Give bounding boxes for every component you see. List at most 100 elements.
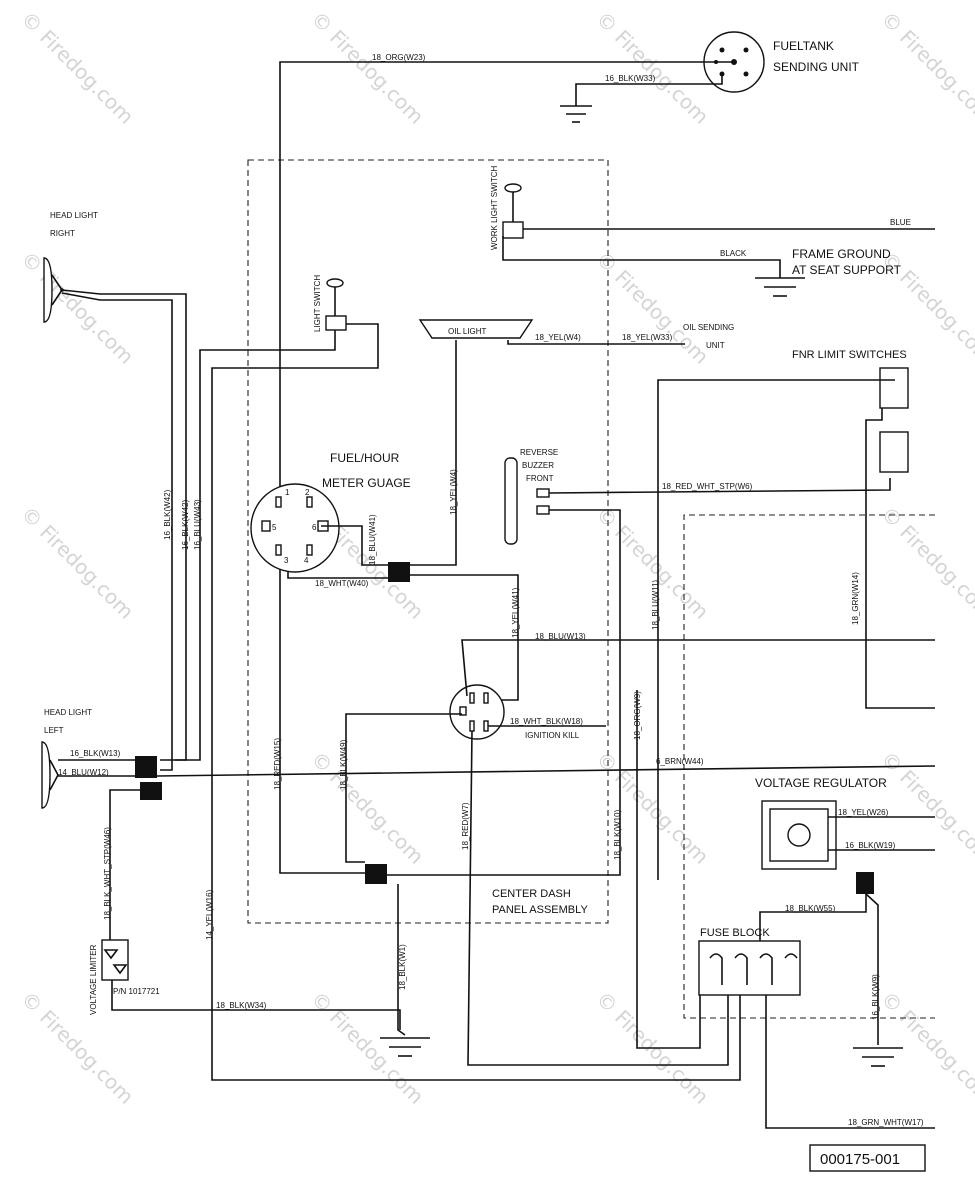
watermark: © Firedog.com <box>591 247 713 369</box>
pn-label: P/N 1017721 <box>113 987 160 996</box>
wire-label: 14_YEL(W16) <box>205 889 214 940</box>
connector-icon <box>856 872 874 894</box>
ground-icon <box>560 105 592 123</box>
work-light-switch-label: WORK LIGHT SWITCH <box>490 165 499 250</box>
fueltank-label-1: FUELTANK <box>773 39 834 53</box>
light-switch-label: LIGHT SWITCH <box>313 275 322 332</box>
gauge-pin-4: 4 <box>304 556 309 565</box>
fuel-hour-label-1: FUEL/HOUR <box>330 451 400 465</box>
reverse-label-1: REVERSE <box>520 448 558 457</box>
wire-label: 18_WHT(W40) <box>315 579 369 588</box>
wire-label: 6_BRN(W44) <box>656 757 704 766</box>
center-dash-panel-outline <box>247 159 609 924</box>
watermark: © Firedog.com <box>876 7 975 129</box>
fnr-limit-switches-label: FNR LIMIT SWITCHES <box>792 349 907 361</box>
fuel-hour-label-2: METER GUAGE <box>322 476 411 490</box>
watermark: © Firedog.com <box>306 747 428 869</box>
wire-label: 18_BLK(W10) <box>613 809 622 860</box>
fnr-limit-switch-2 <box>879 431 909 473</box>
gauge-pin-3: 3 <box>284 556 289 565</box>
connector-icon <box>135 756 157 778</box>
fuse-block-label: FUSE BLOCK <box>700 927 770 939</box>
wire-label: 18_RED(W15) <box>273 738 282 790</box>
headlight-left-icon <box>41 741 59 809</box>
connector-icon <box>388 562 410 582</box>
ground-icon <box>755 277 805 297</box>
center-dash-label-2: PANEL ASSEMBLY <box>492 904 588 916</box>
wire-label: 16_BLU(W43) <box>193 499 202 550</box>
wire-label: 18_RED(W7) <box>461 802 470 850</box>
watermark: © Firedog.com <box>16 502 138 624</box>
watermark: © Firedog.com <box>876 502 975 624</box>
wire-label: 18_BLK(W55) <box>785 904 836 913</box>
gauge-pin-5: 5 <box>272 523 277 532</box>
gauge-pin-1: 1 <box>285 488 290 497</box>
fueltank-label-2: SENDING UNIT <box>773 60 860 74</box>
wire-label: BLACK <box>720 249 747 258</box>
wire-label: 14_BLU(W12) <box>58 768 109 777</box>
oil-light <box>418 319 534 339</box>
wire-label: 16_BLK(W19) <box>845 841 896 850</box>
part-number: 000175-001 <box>820 1151 900 1168</box>
fnr-limit-switch-1 <box>879 367 909 409</box>
connector-icon <box>365 864 387 884</box>
oil-sending-label-1: OIL SENDING <box>683 323 734 332</box>
fuse-block <box>698 940 801 996</box>
connector-icon <box>140 782 162 800</box>
wire-label: 18_BLU(W11) <box>651 580 660 630</box>
reverse-buzzer <box>504 457 550 545</box>
headlight-right-label-2: RIGHT <box>50 229 75 238</box>
oil-sending-label-2: UNIT <box>706 341 725 350</box>
wire-label: 18_YEL(W26) <box>838 808 889 817</box>
right-panel-outline <box>683 514 935 1019</box>
wire-label: 18_BLK(W1) <box>398 944 407 990</box>
watermark: © Firedog.com <box>591 7 713 129</box>
voltage-regulator <box>761 800 837 870</box>
wire-label: 18_BLK(W34) <box>216 1001 267 1010</box>
gauge-pin-6: 6 <box>312 523 317 532</box>
wire-label: 16_BLK(W42) <box>181 499 190 550</box>
wire-label: 18_BLU(W13) <box>535 632 586 641</box>
wire-label: 18_BLK(W49) <box>339 739 348 790</box>
frame-ground-label-1: FRAME GROUND <box>792 247 891 261</box>
gauge-pin-2: 2 <box>305 488 310 497</box>
watermark: © Firedog.com <box>306 7 428 129</box>
ground-icon <box>380 1037 430 1057</box>
part-number-box <box>809 1144 926 1172</box>
wire-label: 18_RED_WHT_STP(W6) <box>662 482 753 491</box>
wire-label: 18_BLU(W41) <box>368 514 377 565</box>
frame-ground-label-2: AT SEAT SUPPORT <box>792 263 902 277</box>
watermark: © Firedog.com <box>16 987 138 1109</box>
oil-light-label: OIL LIGHT <box>448 327 486 336</box>
wire-label: 16_BLK(W13) <box>70 749 121 758</box>
wire-label: 18_GRN_WHT(W17) <box>848 1118 924 1127</box>
fuel-hour-meter-gauge <box>250 483 340 573</box>
headlight-left-label-1: HEAD LIGHT <box>44 708 92 717</box>
wire-label: 18_YEL(W4) <box>449 469 458 515</box>
wire-label: 16_BLK(W42) <box>163 489 172 540</box>
wire-label: 16_BLK(W9) <box>871 974 880 1020</box>
wire-label: 18_YEL(W33) <box>622 333 673 342</box>
wire-label: 18_GRN(W14) <box>851 572 860 625</box>
voltage-limiter <box>101 939 129 981</box>
watermark: © Firedog.com <box>16 247 138 369</box>
wire-label: 18_YEL(W4) <box>535 333 581 342</box>
headlight-left-label-2: LEFT <box>44 726 64 735</box>
light-switch <box>325 278 347 331</box>
center-dash-label-1: CENTER DASH <box>492 888 571 900</box>
headlight-right-label-1: HEAD LIGHT <box>50 211 98 220</box>
wire-label: 18_WHT_BLK(W18) <box>510 717 583 726</box>
wire-label: 18_YEL(W41) <box>511 587 520 638</box>
ignition-switch <box>449 684 505 740</box>
wire-label: 18_ORG(W23) <box>372 53 426 62</box>
voltage-regulator-label: VOLTAGE REGULATOR <box>755 776 887 790</box>
ground-icon <box>853 1047 903 1067</box>
work-light-switch <box>502 183 524 239</box>
wire-label: BLUE <box>890 218 911 227</box>
wire-label: 18_BLK_WHT_STP(W46) <box>103 827 112 920</box>
reverse-label-3: FRONT <box>526 474 554 483</box>
ignition-kill-label: IGNITION KILL <box>525 731 580 740</box>
wire-label: 16_BLK(W33) <box>605 74 656 83</box>
reverse-label-2: BUZZER <box>522 461 554 470</box>
